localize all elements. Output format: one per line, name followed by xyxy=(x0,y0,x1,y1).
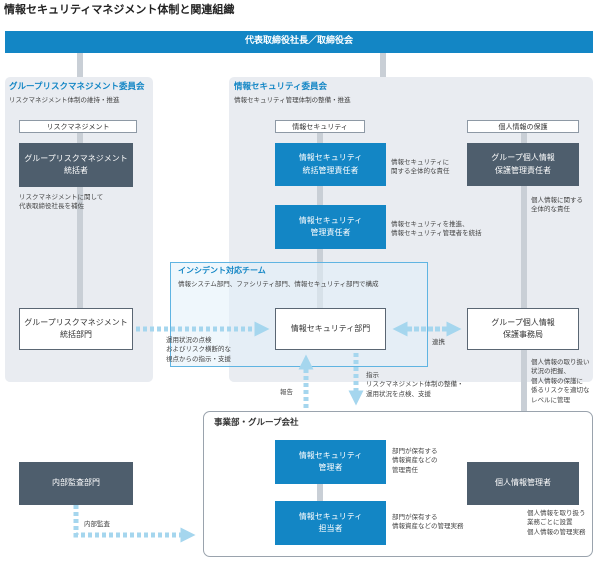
division-security-manager-note: 部門が保有する 情報資産などの 管理責任 xyxy=(392,447,438,475)
group-privacy-manager-line2: 保護管理責任者 xyxy=(495,165,551,175)
note-line: 情報資産などの xyxy=(392,456,438,465)
risk-committee-title: グループリスクマネジメント委員会 xyxy=(9,82,145,92)
internal-audit-box: 内部監査部門 xyxy=(19,462,133,505)
risk-committee-subtitle: リスクマネジメント体制の維持・推進 xyxy=(9,96,120,104)
division-security-staff-note: 部門が保有する 情報資産などの管理実務 xyxy=(392,513,464,532)
note-line: 指示 xyxy=(366,371,379,379)
note-line: 運用状況を点検、支援 xyxy=(366,389,431,398)
note-line: 個人情報を取り扱う xyxy=(527,509,586,517)
connector-line xyxy=(521,350,527,462)
cso-line2: 統括管理責任者 xyxy=(302,165,359,175)
info-security-tag: 情報セキュリティ xyxy=(275,120,365,133)
note-line: 全体的な責任 xyxy=(531,205,570,214)
audit-label: 内部監査 xyxy=(84,520,110,528)
risk-management-tag: リスクマネジメント xyxy=(19,120,137,133)
group-risk-manager-line2: 統括者 xyxy=(64,166,88,175)
report-label: 報告 xyxy=(280,388,293,396)
security-manager-line2: 管理責任者 xyxy=(310,228,351,237)
note-line: 個人情報の取り扱い xyxy=(531,358,590,366)
risk-to-dept-label: 運用状況の点検 およびリスク横断的な 視点からの指示・支援 xyxy=(166,336,231,364)
info-security-tag-label: 情報セキュリティ xyxy=(292,122,348,131)
note-line: 業務ごとに設置 xyxy=(527,518,573,527)
security-committee-title: 情報セキュリティ委員会 xyxy=(234,82,327,92)
page-title: 情報セキュリティマネジメント体制と関連組織 xyxy=(4,3,235,16)
division-security-manager-box: 情報セキュリティ 管理者 xyxy=(275,440,386,484)
division-security-staff-line2: 担当者 xyxy=(318,524,343,533)
note-line: 関する全体的な責任 xyxy=(391,167,450,176)
connector-line xyxy=(77,53,83,77)
note-line: レベルに管理 xyxy=(531,395,570,404)
division-title: 事業部・グループ会社 xyxy=(214,418,299,428)
security-committee-subtitle: 情報セキュリティ管理体制の整備・推進 xyxy=(234,96,351,104)
info-security-dept-box: 情報セキュリティ部門 xyxy=(275,308,386,350)
division-security-staff-box: 情報セキュリティ 担当者 xyxy=(275,501,386,545)
security-manager-line1: 情報セキュリティ xyxy=(298,215,363,225)
cso-note: 情報セキュリティに 関する全体的な責任 xyxy=(391,158,450,177)
group-privacy-manager-line1: グループ個人情報 xyxy=(491,153,555,163)
note-line: 情報セキュリティ管理者を統括 xyxy=(391,229,482,238)
note-line: 状況の把握、 xyxy=(531,367,570,376)
incident-team-title: インシデント対応チーム xyxy=(178,266,266,275)
info-security-dept-label: 情報セキュリティ部門 xyxy=(290,323,371,333)
note-line: 代表取締役社長を補佐 xyxy=(19,202,84,211)
group-privacy-manager-note: 個人情報に関する 全体的な責任 xyxy=(531,196,583,215)
internal-audit-label: 内部監査部門 xyxy=(52,478,100,488)
note-line: 部門が保有する xyxy=(392,447,438,455)
note-line: 視点からの指示・支援 xyxy=(166,354,231,363)
ceo-board-label: 代表取締役社長／取締役会 xyxy=(244,36,353,47)
group-privacy-office-line2: 保護事務局 xyxy=(503,330,543,339)
privacy-manager-label: 個人情報管理者 xyxy=(495,478,551,488)
security-manager-box: 情報セキュリティ 管理責任者 xyxy=(275,205,386,249)
division-security-manager-line1: 情報セキュリティ xyxy=(298,450,363,460)
group-risk-manager-box: グループリスクマネジメント 統括者 xyxy=(19,143,133,187)
group-privacy-office-note: 個人情報の取り扱い 状況の把握、 個人情報の保護に 係るリスクを適切な レベルに… xyxy=(531,358,590,405)
note-line: 情報セキュリティに xyxy=(391,158,450,166)
renkei-label: 連携 xyxy=(432,338,445,346)
division-security-staff-line1: 情報セキュリティ xyxy=(298,511,363,521)
security-manager-note: 情報セキュリティを推進、 情報セキュリティ管理者を統括 xyxy=(391,220,482,239)
note-line: リスクマネジメントに関して xyxy=(19,193,104,201)
group-risk-manager-line1: グループリスクマネジメント xyxy=(24,153,128,163)
note-line: 情報セキュリティを推進、 xyxy=(391,220,469,228)
note-line: 情報資産などの管理実務 xyxy=(392,522,464,531)
note-line: 個人情報の保護に xyxy=(531,376,583,385)
group-risk-manager-note: リスクマネジメントに関して 代表取締役社長を補佐 xyxy=(19,193,103,212)
note-line: リスクマネジメント体制の整備・ xyxy=(366,380,464,389)
note-line: 管理責任 xyxy=(392,465,418,474)
instruction-label: 指示 リスクマネジメント体制の整備・ 運用状況を点検、支援 xyxy=(366,371,464,399)
connector-line xyxy=(317,484,323,501)
group-risk-dept-line1: グループリスクマネジメント xyxy=(24,317,128,327)
note-line: 個人情報の管理実務 xyxy=(527,527,586,536)
group-privacy-manager-box: グループ個人情報 保護管理責任者 xyxy=(467,143,579,186)
incident-team-subtitle: 情報システム部門、ファシリティ部門、情報セキュリティ部門で構成 xyxy=(178,280,379,288)
privacy-manager-note: 個人情報を取り扱う 業務ごとに設置 個人情報の管理実務 xyxy=(527,509,586,537)
connector-line xyxy=(521,133,527,308)
ceo-board-bar: 代表取締役社長／取締役会 xyxy=(5,31,593,53)
group-risk-dept-box: グループリスクマネジメント 統括部門 xyxy=(19,308,133,350)
note-line: 運用状況の点検 xyxy=(166,336,212,344)
cso-line1: 情報セキュリティ xyxy=(298,153,363,163)
privacy-protection-tag-label: 個人情報の保護 xyxy=(498,122,548,131)
note-line: 部門が保有する xyxy=(392,513,438,521)
connector-line xyxy=(77,133,83,308)
note-line: 係るリスクを適切な xyxy=(531,386,590,395)
group-privacy-office-line1: グループ個人情報 xyxy=(491,317,555,327)
cso-box: 情報セキュリティ 統括管理責任者 xyxy=(275,143,386,186)
risk-management-tag-label: リスクマネジメント xyxy=(46,122,110,131)
connector-line xyxy=(380,53,386,77)
arrow-internal-audit xyxy=(73,505,196,543)
division-security-manager-line2: 管理者 xyxy=(318,463,343,472)
note-line: 個人情報に関する xyxy=(531,196,583,204)
privacy-manager-box: 個人情報管理者 xyxy=(467,462,579,505)
group-risk-dept-line2: 統括部門 xyxy=(60,330,92,339)
note-line: およびリスク横断的な xyxy=(166,345,231,354)
group-privacy-office-box: グループ個人情報 保護事務局 xyxy=(467,308,579,350)
privacy-protection-tag: 個人情報の保護 xyxy=(467,120,579,133)
